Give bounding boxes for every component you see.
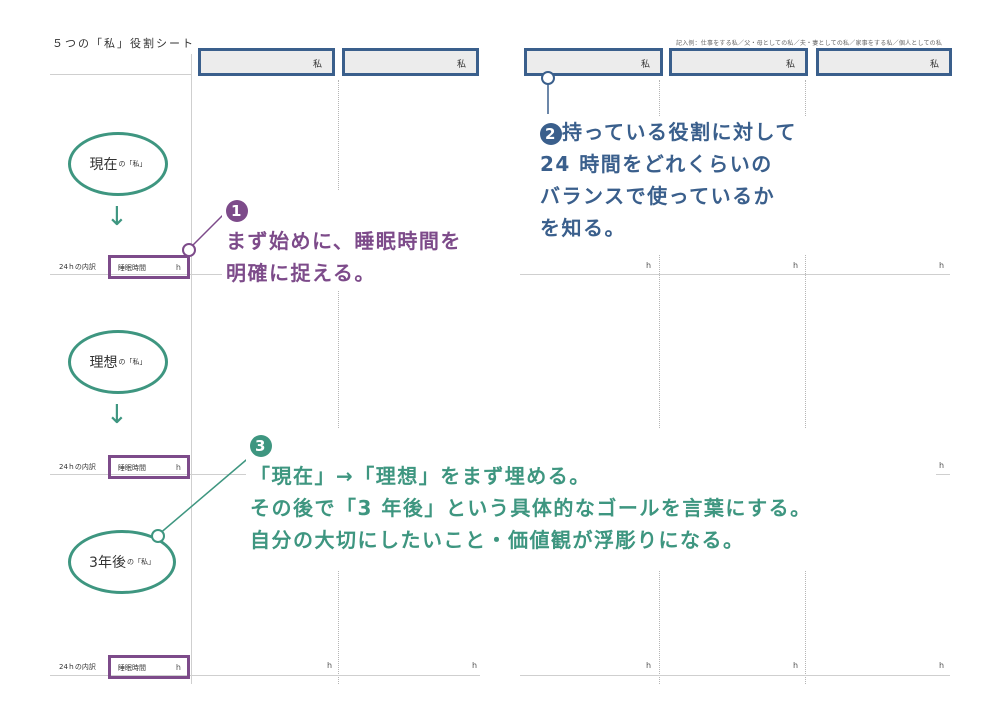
unit-h: h (793, 261, 799, 270)
row-line-3-right (520, 675, 950, 676)
unit-h: h (472, 661, 478, 670)
section-3years: 3年後の「私」 (68, 530, 176, 594)
section-3years-label: 3年後 (89, 555, 126, 571)
unit-h: h (175, 263, 181, 272)
note-1-line: 明確に捉える。 (226, 261, 376, 285)
note-2-background (534, 116, 844, 254)
unit-h: h (793, 661, 799, 670)
role-box-5[interactable]: 私 (816, 48, 952, 76)
column-divider-3 (805, 80, 806, 684)
note-3-badge: 3 (250, 435, 272, 457)
sleep-time-label: 睡眠時間 (118, 464, 146, 472)
unit-h: h (175, 463, 181, 472)
arrow-down-icon: ↓ (106, 400, 128, 430)
row-label-24h: 24ｈの内訳 (59, 663, 96, 671)
note-1: 1 まず始めに、睡眠時間を 明確に捉える。 (226, 193, 462, 289)
row-line-1-right (520, 274, 950, 275)
note-3-line: 「現在」→「理想」をまず埋める。 (250, 464, 591, 488)
unit-h: h (175, 663, 181, 672)
section-current-label: 現在 (89, 157, 118, 173)
unit-h: h (939, 461, 945, 470)
note-3-line: 自分の大切にしたいこと・価値観が浮彫りになる。 (250, 528, 745, 552)
section-current: 現在の「私」 (68, 132, 168, 196)
row-line-3-left (50, 675, 480, 676)
unit-h: h (327, 661, 333, 670)
section-3years-sub: の「私」 (126, 558, 155, 566)
role-box-4[interactable]: 私 (669, 48, 808, 76)
sleep-time-field[interactable]: 睡眠時間 h (108, 655, 190, 679)
note-3: 3 「現在」→「理想」をまず埋める。 その後で「3 年後」という具体的なゴールを… (250, 428, 812, 556)
row-label-24h: 24ｈの内訳 (59, 463, 96, 471)
column-divider-2 (659, 80, 660, 684)
section-ideal-label: 理想 (89, 355, 118, 371)
note-1-line: まず始めに、睡眠時間を (226, 229, 462, 253)
header-divider (50, 74, 192, 75)
sheet-title: ５つの「私」役割シート (52, 37, 195, 50)
section-ideal-sub: の「私」 (118, 358, 147, 366)
note-3-background (246, 428, 936, 570)
unit-h: h (939, 261, 945, 270)
section-ideal: 理想の「私」 (68, 330, 168, 394)
unit-h: h (646, 261, 652, 270)
role-box-2[interactable]: 私 (342, 48, 479, 76)
note-1-background (222, 190, 514, 290)
row-label-24h: 24ｈの内訳 (59, 263, 96, 271)
sleep-time-field[interactable]: 睡眠時間 h (108, 455, 190, 479)
arrow-down-icon: ↓ (106, 202, 128, 232)
column-divider-1 (338, 80, 339, 684)
note-1-badge: 1 (226, 200, 248, 222)
sleep-time-label: 睡眠時間 (118, 664, 146, 672)
note-2-line: 24 時間をどれくらいの (540, 152, 773, 176)
note-2-line: バランスで使っているか (540, 184, 776, 208)
left-column-divider (191, 54, 192, 684)
note-3-line: その後で「3 年後」という具体的なゴールを言葉にする。 (250, 496, 812, 520)
sleep-time-field[interactable]: 睡眠時間 h (108, 255, 190, 279)
note-2-badge: 2 (540, 123, 562, 145)
unit-h: h (939, 661, 945, 670)
section-current-sub: の「私」 (118, 160, 147, 168)
unit-h: h (646, 661, 652, 670)
role-box-1[interactable]: 私 (198, 48, 335, 76)
sleep-time-label: 睡眠時間 (118, 264, 146, 272)
note-2-line: を知る。 (540, 216, 626, 240)
example-text: 記入例：仕事をする私／父・母としての私／夫・妻としての私／家事をする私／個人とし… (676, 40, 943, 47)
note-2-line: 持っている役割に対して (562, 120, 797, 144)
